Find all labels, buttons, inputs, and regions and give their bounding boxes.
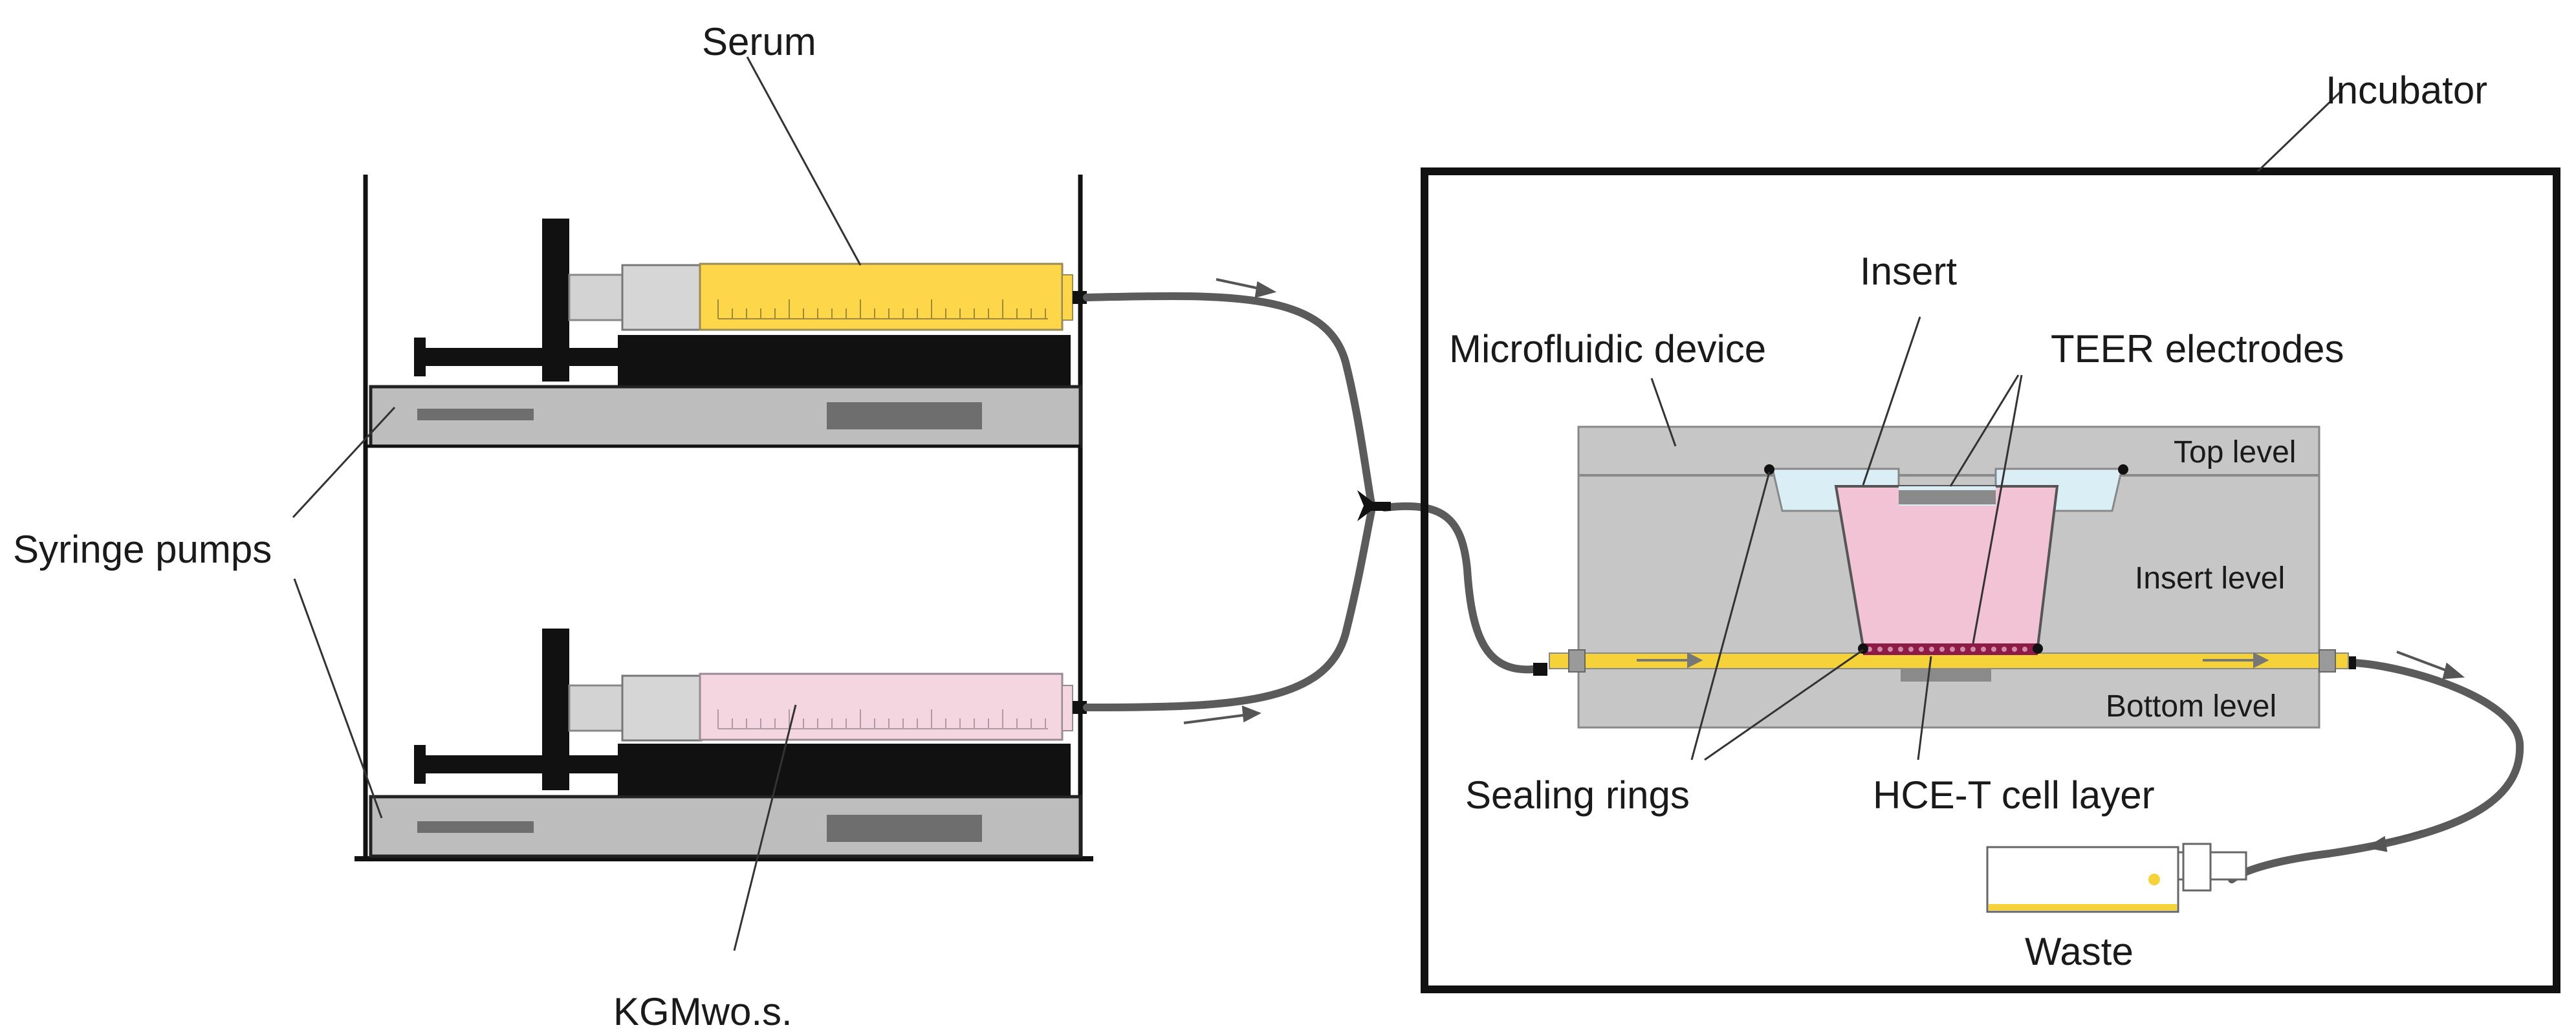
tube-to-waste [2228, 659, 2524, 883]
label-waste: Waste [2025, 930, 2134, 973]
label-insert-level: Insert level [2135, 561, 2285, 596]
label-top-level: Top level [2174, 435, 2296, 469]
serum-syringe-barrel [699, 263, 1064, 331]
kgm-syringe-barrel [699, 673, 1064, 741]
cell-dots [1867, 647, 2027, 652]
label-bottom-level: Bottom level [2106, 689, 2276, 724]
label-syringe-pumps: Syringe pumps [13, 528, 272, 571]
plunger-rod [419, 348, 626, 366]
label-sealing-rings: Sealing rings [1465, 773, 1690, 817]
syringe-scale-bottom [717, 709, 1048, 729]
pump-pusher-block [618, 744, 1071, 795]
pump-pusher-block [618, 335, 1071, 385]
microfluidic-device [1549, 425, 2349, 729]
insert-body [1834, 485, 2059, 648]
leader-lines [292, 56, 2343, 951]
tube-serum [1083, 292, 1375, 508]
label-microfluidic-device: Microfluidic device [1449, 327, 1766, 371]
pump-post [542, 629, 569, 790]
flow-arrow-icon [1183, 278, 2465, 852]
label-serum: Serum [702, 20, 816, 63]
label-teer-electrodes: TEER electrodes [2051, 327, 2344, 371]
tube-to-device [1381, 502, 1537, 674]
pump-post [542, 219, 569, 382]
label-hce-t-cell-layer: HCE-T cell layer [1873, 773, 2155, 817]
syringe-pump-top [369, 219, 1087, 448]
syringe-pump-bottom [369, 629, 1087, 858]
y-connector-icon [1357, 490, 1391, 521]
label-kgm: KGMwo.s. [613, 990, 792, 1033]
label-incubator: Incubator [2326, 69, 2487, 112]
tubing [1083, 292, 2524, 883]
waste-container [1986, 843, 2247, 913]
plunger-rod [419, 755, 626, 773]
pump-rack [355, 175, 1093, 861]
tube-kgm [1083, 507, 1375, 711]
label-insert: Insert [1860, 250, 1957, 293]
syringe-scale-top [717, 299, 1048, 319]
incubator-box [1421, 167, 2560, 993]
